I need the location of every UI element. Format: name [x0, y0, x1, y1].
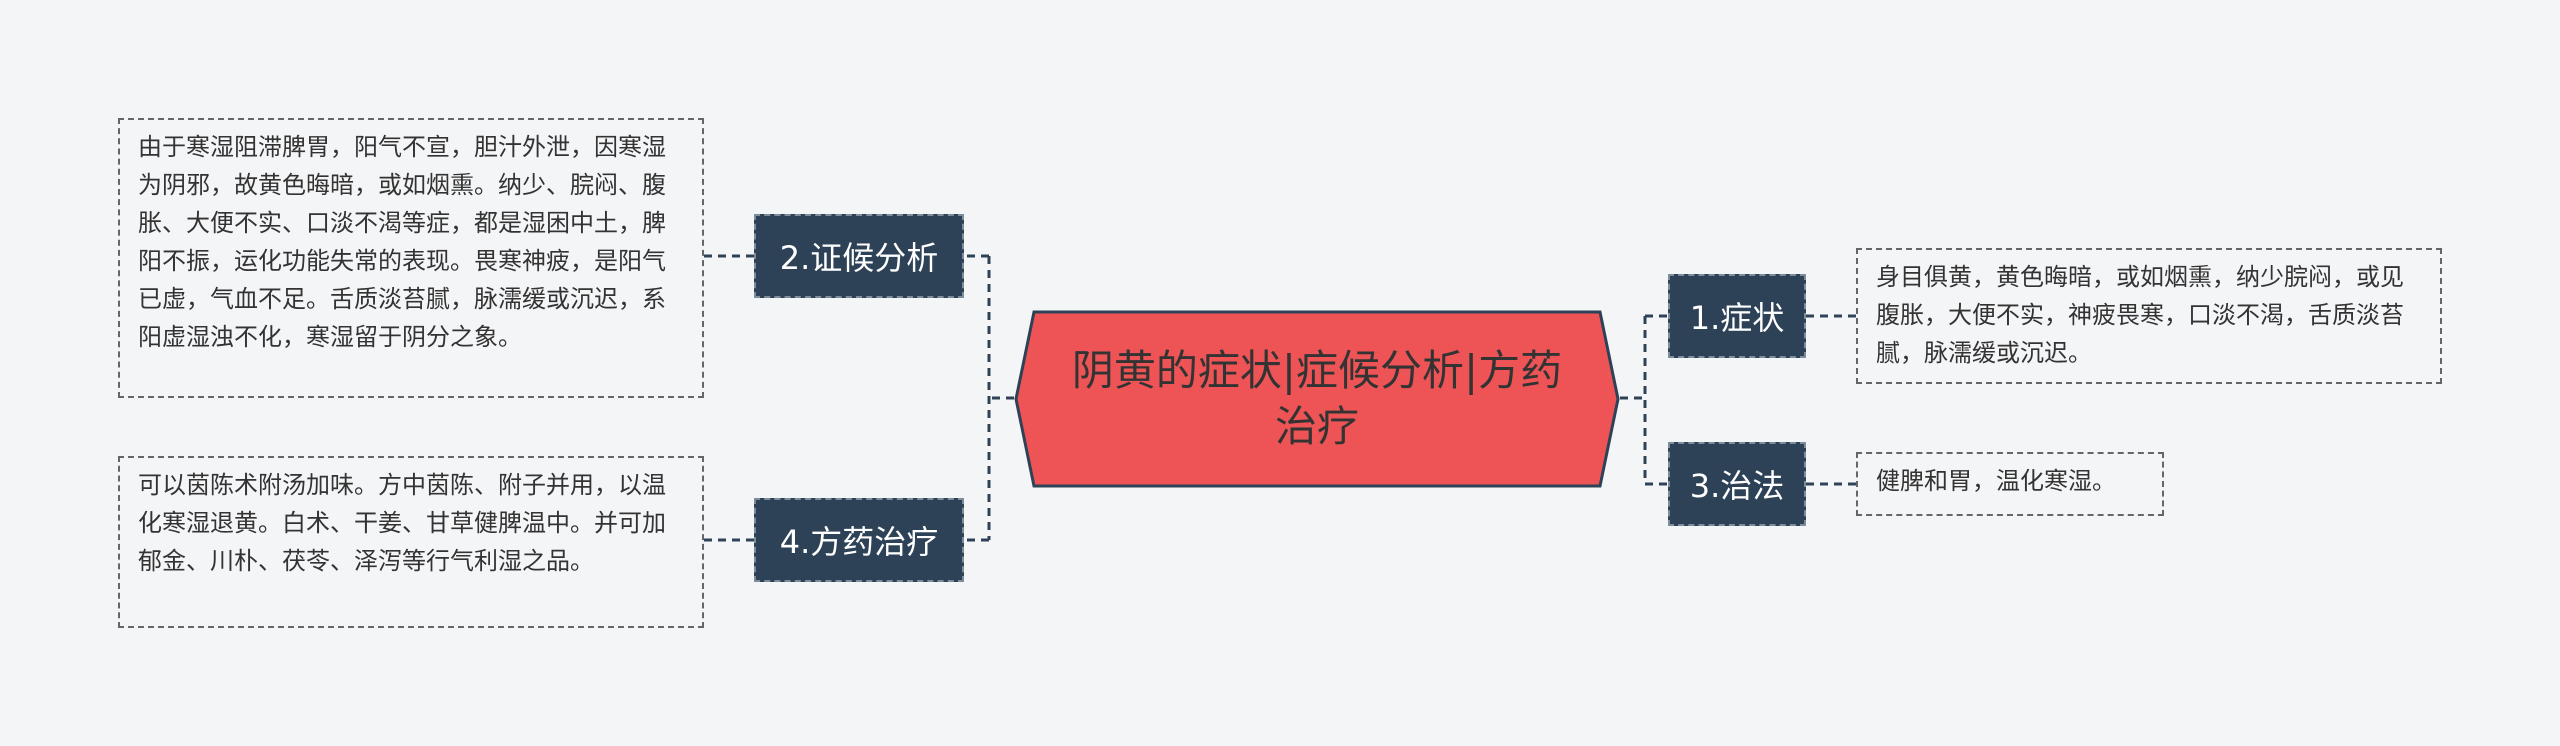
leaf-prescription: 可以茵陈术附汤加味。方中茵陈、附子并用，以温化寒湿退黄。白术、干姜、甘草健脾温中… [118, 456, 704, 628]
leaf-syndrome-analysis: 由于寒湿阻滞脾胃，阳气不宣，胆汁外泄，因寒湿为阴邪，故黄色晦暗，或如烟熏。纳少、… [118, 118, 704, 398]
branch-treatment-method[interactable]: 3.治法 [1668, 442, 1806, 526]
leaf-symptoms-text: 身目俱黄，黄色晦暗，或如烟熏，纳少脘闷，或见腹胀，大便不实，神疲畏寒，口淡不渴，… [1876, 263, 2404, 367]
root-node[interactable]: 阴黄的症状|症候分析|方药治疗 [1014, 310, 1620, 488]
branch-syndrome-analysis-label: 2.证候分析 [779, 239, 939, 277]
branch-treatment-method-label: 3.治法 [1689, 467, 1785, 505]
branch-syndrome-analysis[interactable]: 2.证候分析 [754, 214, 964, 298]
branch-symptoms[interactable]: 1.症状 [1668, 274, 1806, 358]
leaf-prescription-text: 可以茵陈术附汤加味。方中茵陈、附子并用，以温化寒湿退黄。白术、干姜、甘草健脾温中… [138, 471, 666, 575]
root-title: 阴黄的症状|症候分析|方药治疗 [1071, 346, 1563, 451]
branch-prescription-label: 4.方药治疗 [779, 523, 939, 561]
branch-symptoms-label: 1.症状 [1689, 299, 1785, 337]
leaf-syndrome-analysis-text: 由于寒湿阻滞脾胃，阳气不宣，胆汁外泄，因寒湿为阴邪，故黄色晦暗，或如烟熏。纳少、… [138, 133, 666, 351]
branch-prescription[interactable]: 4.方药治疗 [754, 498, 964, 582]
leaf-symptoms: 身目俱黄，黄色晦暗，或如烟熏，纳少脘闷，或见腹胀，大便不实，神疲畏寒，口淡不渴，… [1856, 248, 2442, 384]
root-shape [1014, 310, 1620, 488]
leaf-treatment-method-text: 健脾和胃，温化寒湿。 [1876, 467, 2116, 495]
leaf-treatment-method: 健脾和胃，温化寒湿。 [1856, 452, 2164, 516]
